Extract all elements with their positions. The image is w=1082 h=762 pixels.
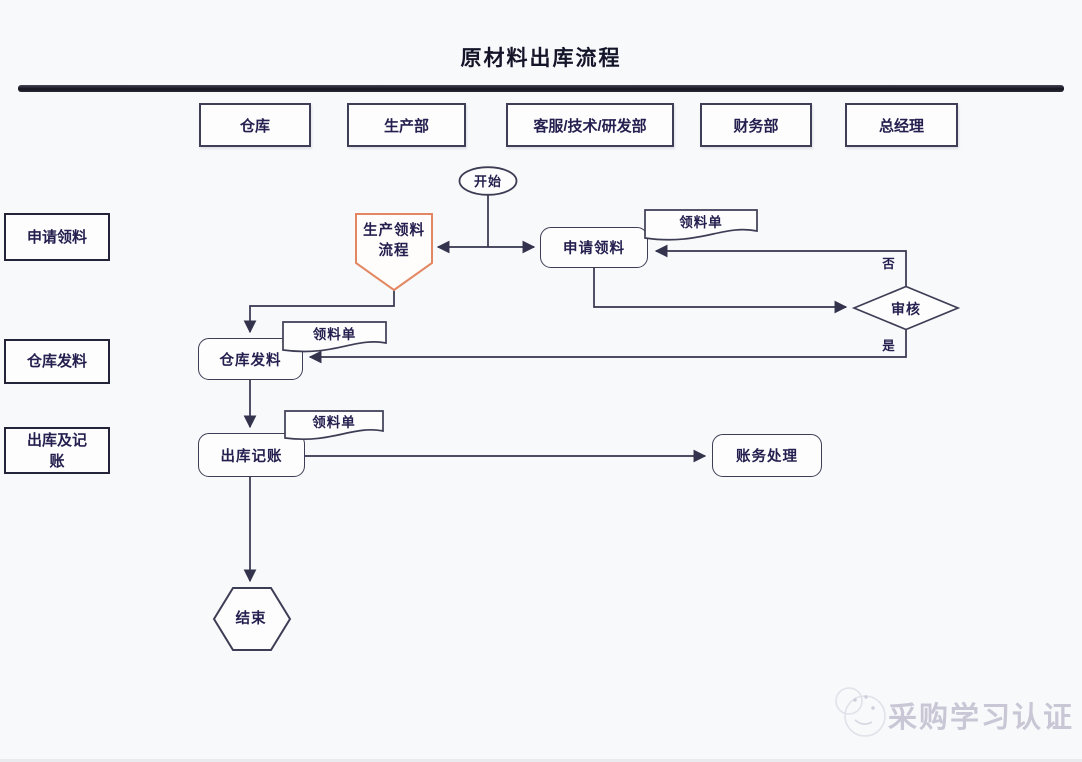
node-apply-material-label: 申请领料: [563, 241, 625, 257]
lane-header-production: 生产部: [347, 103, 466, 147]
phase-label-record-text: 出库及记账: [26, 431, 87, 470]
node-account-processing-label: 账务处理: [736, 449, 798, 465]
lane-header-production-label: 生产部: [383, 117, 429, 135]
start-label: 开始: [473, 174, 502, 189]
lane-header-warehouse-label: 仓库: [239, 117, 270, 135]
node-account-processing: 账务处理: [712, 434, 822, 477]
node-outbound-record: 出库记账: [198, 433, 305, 477]
subprocess-label: 生产领料流程: [363, 223, 425, 259]
document-label-apply: 领料单: [679, 215, 723, 230]
lane-header-finance-label: 财务部: [733, 117, 779, 135]
lane-header-finance: 财务部: [700, 103, 812, 147]
watermark-text: 采购学习认证: [888, 702, 1075, 734]
node-apply-material: 申请领料: [540, 227, 648, 268]
document-label-issue: 领料单: [312, 327, 357, 342]
node-warehouse-issue: 仓库发料: [198, 338, 303, 380]
lane-header-service-tech-rd: 客服/技术/研发部: [506, 103, 674, 147]
connector-apply-to-review: [593, 268, 848, 314]
phase-label-apply-text: 申请领料: [26, 228, 87, 246]
phase-label-issue-text: 仓库发料: [26, 353, 87, 370]
phase-label-apply: 申请领料: [4, 213, 110, 261]
review-branch-no-label: 否: [882, 257, 896, 271]
bottom-edge-rule: [0, 759, 1082, 762]
watermark-logo-dots: [853, 695, 875, 710]
lane-header-warehouse: 仓库: [199, 103, 311, 147]
connector-review-no-to-apply: [654, 244, 907, 286]
node-outbound-record-label: 出库记账: [220, 448, 283, 465]
document-label-record: 领料单: [312, 415, 356, 430]
lane-header-general-manager-label: 总经理: [878, 117, 924, 135]
watermark-logo-icon: [835, 687, 886, 737]
phase-label-issue: 仓库发料: [4, 339, 110, 384]
phase-label-record: 出库及记账: [4, 427, 110, 474]
review-branch-yes-label: 是: [882, 339, 896, 353]
connector-review-yes-to-issue: [308, 330, 907, 364]
node-warehouse-issue-label: 仓库发料: [219, 352, 282, 369]
lane-header-service-tech-rd-label: 客服/技术/研发部: [533, 117, 647, 135]
title-separator-rule: [18, 85, 1064, 92]
review-label: 审核: [891, 301, 921, 317]
end-label: 结束: [235, 611, 267, 627]
page-title: 原材料出库流程: [460, 47, 622, 70]
lane-header-general-manager: 总经理: [845, 103, 958, 147]
